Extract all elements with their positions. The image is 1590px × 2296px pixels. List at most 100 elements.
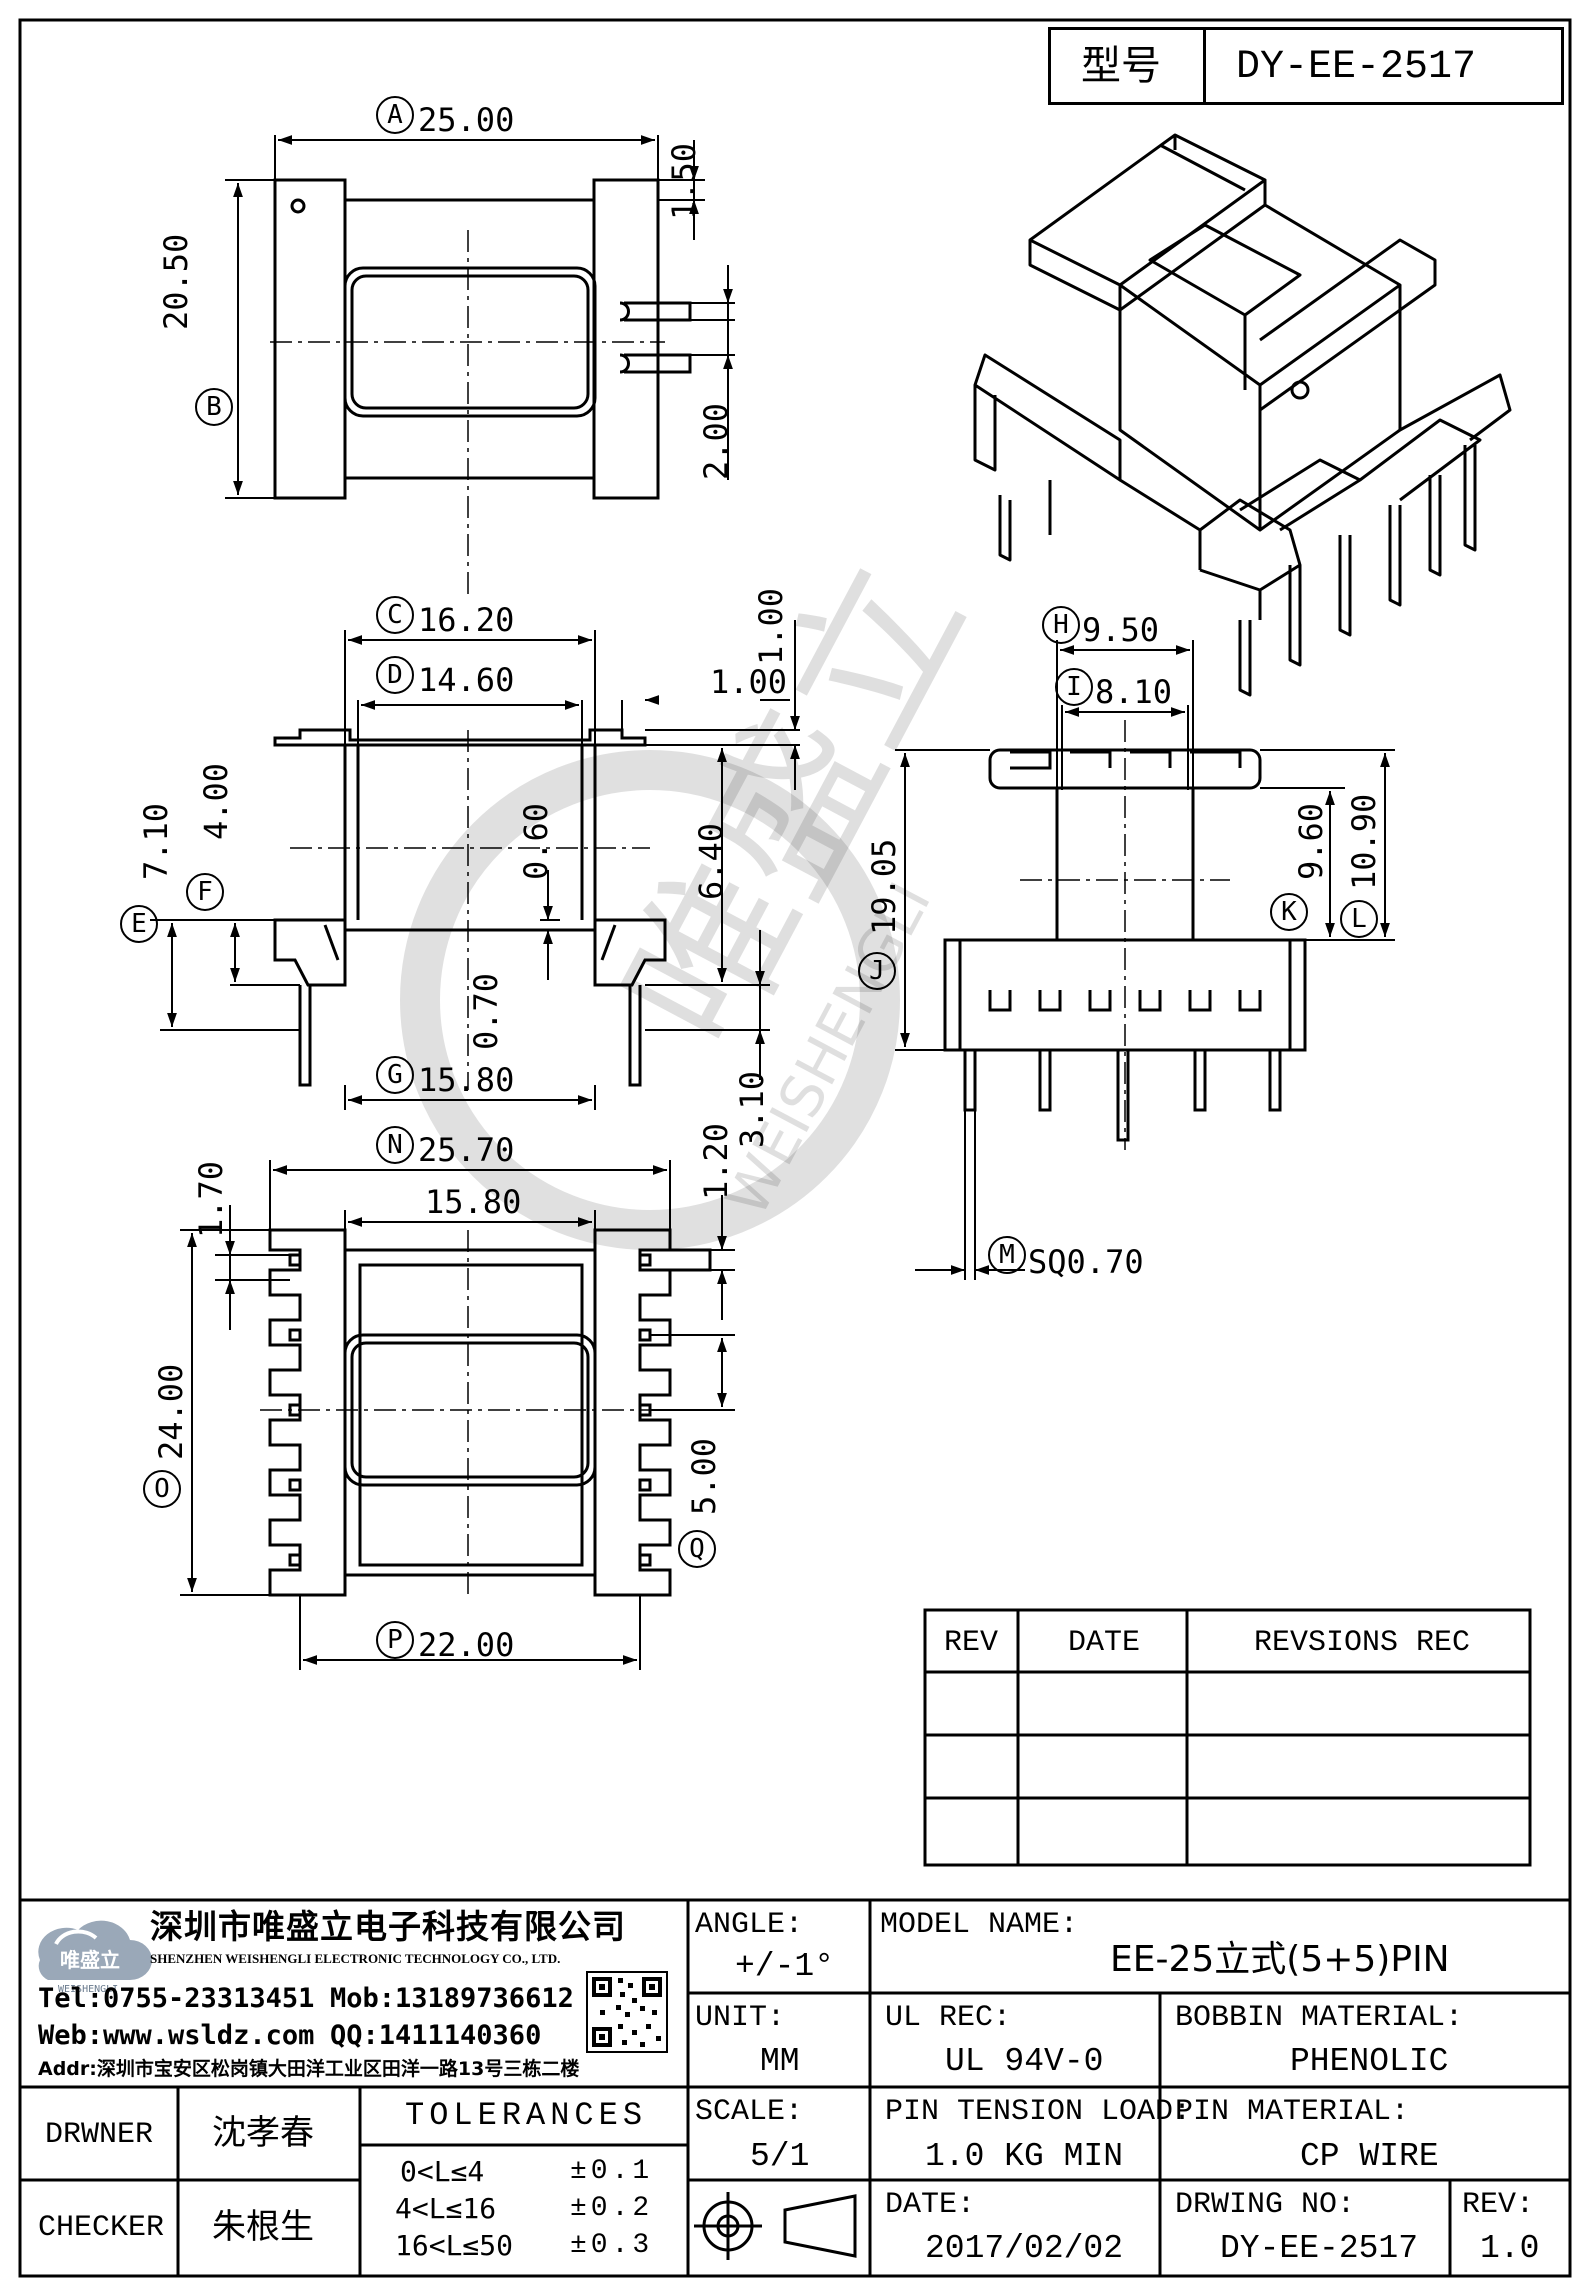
company-web: Web:www.wsldz.com bbox=[38, 2020, 315, 2051]
unit-label: UNIT: bbox=[695, 2001, 786, 2035]
dim-letter-f: F bbox=[186, 873, 224, 911]
dim-value-bottom-inner: 15.80 bbox=[425, 1183, 522, 1221]
company-logo-text: 唯盛立 bbox=[60, 1948, 120, 1972]
dim-value-bottom-left: 1.70 bbox=[192, 1160, 230, 1238]
dim-value-side-left-1: 7.10 bbox=[137, 802, 175, 880]
dim-letter-h: H bbox=[1042, 606, 1080, 644]
model-label: 型号 bbox=[1081, 43, 1161, 89]
ul-value: UL 94V-0 bbox=[945, 2043, 1104, 2080]
unit-value: MM bbox=[760, 2043, 800, 2080]
dim-value-n: 25.70 bbox=[418, 1131, 515, 1169]
sheet-border bbox=[18, 18, 1572, 2278]
company-mob: Mob:13189736612 bbox=[330, 1983, 574, 2014]
front-view-centerlines bbox=[1020, 720, 1230, 1150]
tolerance-value-1: ±0.1 bbox=[570, 2156, 654, 2187]
dim-value-i: 8.10 bbox=[1095, 673, 1173, 711]
company-logo-icon bbox=[38, 1920, 152, 1980]
dim-letter-p: P bbox=[376, 1621, 414, 1659]
company-name-en: SHENZHEN WEISHENGLI ELECTRONIC TECHNOLOG… bbox=[150, 1951, 561, 1966]
dim-value-side-mid-1: 0.60 bbox=[517, 802, 555, 880]
pin-material-value: CP WIRE bbox=[1300, 2138, 1439, 2175]
company-name-cn: 深圳市唯盛立电子科技有限公司 bbox=[150, 1907, 626, 1946]
tolerance-range-3: 16<L≤50 bbox=[395, 2229, 514, 2262]
dim-value-m: SQ0.70 bbox=[1028, 1243, 1144, 1281]
dim-letter-k: K bbox=[1270, 893, 1308, 931]
scale-value: 5/1 bbox=[750, 2138, 810, 2175]
drawer-name: 沈孝春 bbox=[212, 2113, 314, 2153]
checker-label: CHECKER bbox=[38, 2211, 165, 2245]
dim-letter-n: N bbox=[376, 1126, 414, 1164]
bottom-view-dims bbox=[180, 1160, 735, 1670]
pin-material-label: PIN MATERIAL: bbox=[1175, 2095, 1410, 2129]
date-value: 2017/02/02 bbox=[925, 2230, 1124, 2267]
top-view-dims bbox=[225, 135, 735, 499]
front-view-dims bbox=[895, 640, 1395, 1280]
revision-table-grid bbox=[923, 1608, 1532, 1867]
bobbin-value: PHENOLIC bbox=[1290, 2043, 1449, 2080]
pin-tension-label: PIN TENSION LOAD: bbox=[885, 2095, 1192, 2129]
top-view-centerlines bbox=[270, 230, 665, 600]
dim-value-h: 9.50 bbox=[1082, 611, 1160, 649]
rev-header-date: DATE bbox=[1068, 1626, 1141, 1660]
tolerance-range-1: 0<L≤4 bbox=[400, 2155, 485, 2188]
dim-letter-j: J bbox=[858, 952, 896, 990]
dim-value-o: 24.00 bbox=[152, 1363, 190, 1460]
scale-label: SCALE: bbox=[695, 2095, 804, 2129]
bobbin-label: BOBBIN MATERIAL: bbox=[1175, 2001, 1464, 2035]
dim-value-top-2: 2.00 bbox=[697, 402, 735, 480]
dim-value-a: 25.00 bbox=[418, 101, 515, 139]
isometric-view bbox=[973, 133, 1512, 697]
projection-symbol-icon bbox=[694, 2192, 857, 2260]
dim-value-side-mid-3: 0.70 bbox=[467, 972, 505, 1050]
drawing-no-label: DRWING NO: bbox=[1175, 2188, 1356, 2222]
tolerance-value-2: ±0.2 bbox=[570, 2193, 654, 2224]
model-name-label: MODEL NAME: bbox=[880, 1908, 1079, 1942]
date-label: DATE: bbox=[885, 2188, 976, 2222]
side-view-dims bbox=[150, 620, 800, 1110]
dim-value-side-right-1: 1.00 bbox=[752, 587, 790, 665]
tolerance-value-3: ±0.3 bbox=[570, 2230, 654, 2261]
rev-label: REV: bbox=[1462, 2188, 1535, 2222]
company-logo-sub: WEISHENGLI bbox=[58, 1984, 119, 1995]
drawing-no-value: DY-EE-2517 bbox=[1220, 2230, 1419, 2267]
dim-value-front-right-2: 10.90 bbox=[1345, 793, 1383, 890]
dim-value-side-mid-4: 3.10 bbox=[733, 1070, 771, 1148]
dim-letter-o: O bbox=[143, 1470, 181, 1508]
pin-tension-value: 1.0 KG MIN bbox=[925, 2138, 1124, 2175]
dim-letter-l: L bbox=[1340, 900, 1378, 938]
model-name-value: EE-25立式(5+5)PIN bbox=[1110, 1939, 1450, 1980]
company-tel: Tel:0755-23313451 bbox=[38, 1983, 315, 2014]
dim-letter-m: M bbox=[988, 1236, 1026, 1274]
dim-value-top-1: 1.50 bbox=[665, 142, 703, 220]
dim-value-c: 16.20 bbox=[418, 601, 515, 639]
dim-value-g: 15.80 bbox=[418, 1061, 515, 1099]
rev-header-revisions: REVSIONS REC bbox=[1254, 1626, 1471, 1660]
side-view-centerlines bbox=[290, 730, 650, 1090]
company-qq: QQ:1411140360 bbox=[330, 2020, 542, 2051]
dim-value-front-right-1: 9.60 bbox=[1292, 802, 1330, 880]
dim-letter-c: C bbox=[376, 596, 414, 634]
angle-value: +/-1° bbox=[735, 1948, 835, 1985]
dim-letter-g: G bbox=[376, 1056, 414, 1094]
qr-code-icon bbox=[586, 1971, 668, 2053]
top-view bbox=[273, 178, 692, 500]
model-number-box: 型号 DY-EE-2517 bbox=[1048, 27, 1564, 105]
dim-letter-i: I bbox=[1055, 668, 1093, 706]
rev-value: 1.0 bbox=[1480, 2230, 1540, 2267]
dim-value-b: 20.50 bbox=[157, 233, 195, 330]
angle-label: ANGLE: bbox=[695, 1908, 804, 1942]
model-number: DY-EE-2517 bbox=[1236, 45, 1477, 90]
bottom-view-centerlines bbox=[260, 1230, 720, 1600]
tolerances-label: TOLERANCES bbox=[405, 2097, 648, 2134]
dim-letter-e: E bbox=[120, 905, 158, 943]
watermark-text: 唯盛立 bbox=[587, 532, 1001, 1075]
dim-value-side-left-2: 4.00 bbox=[197, 762, 235, 840]
side-view bbox=[273, 728, 667, 1087]
company-address: Addr:深圳市宝安区松岗镇大田洋工业区田洋一路13号三栋二楼 bbox=[38, 2058, 580, 2080]
dim-value-side-mid-2: 6.40 bbox=[692, 822, 730, 900]
checker-name: 朱根生 bbox=[212, 2207, 314, 2247]
dim-letter-b: B bbox=[195, 388, 233, 426]
dim-value-bottom-right-1: 1.20 bbox=[697, 1122, 735, 1200]
dim-value-bottom-right-2: 5.00 bbox=[685, 1437, 723, 1515]
